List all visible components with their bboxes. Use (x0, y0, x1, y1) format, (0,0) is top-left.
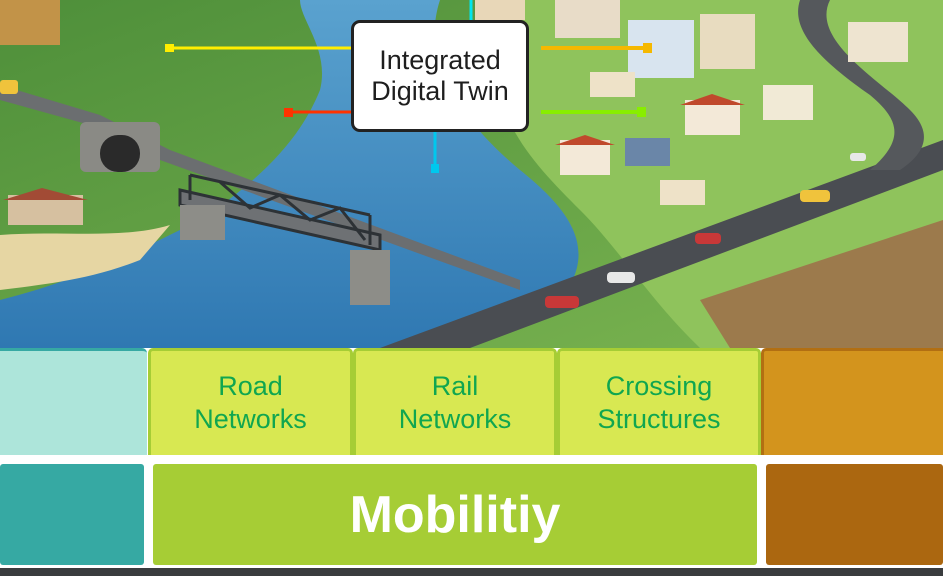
cliff (700, 220, 943, 348)
base-mobility: Mobilitiy (153, 464, 757, 565)
title: Integrated Digital Twin (371, 45, 509, 106)
base-brown (766, 464, 943, 565)
tile-teal-light (0, 348, 147, 455)
integrated-digital-twin-label: Integrated Digital Twin (351, 20, 529, 132)
highway-curve (798, 0, 924, 170)
bridge-pier (180, 205, 225, 240)
connector-lines (165, 0, 652, 173)
bottom-strip (0, 568, 943, 576)
mobility-title: Mobilitiy (349, 485, 561, 544)
tile-orange (761, 348, 943, 455)
module-label: Networks (398, 404, 512, 434)
bridge-pier (350, 250, 390, 305)
cars (0, 80, 866, 308)
module-label: Networks (194, 404, 307, 434)
beach (0, 225, 170, 290)
module-label: Rail (431, 371, 479, 401)
tunnel-opening (100, 135, 140, 172)
base-teal (0, 464, 144, 565)
module-label: Road (218, 371, 283, 401)
module-label: Crossing (605, 371, 713, 401)
module-label: Structures (597, 404, 721, 434)
